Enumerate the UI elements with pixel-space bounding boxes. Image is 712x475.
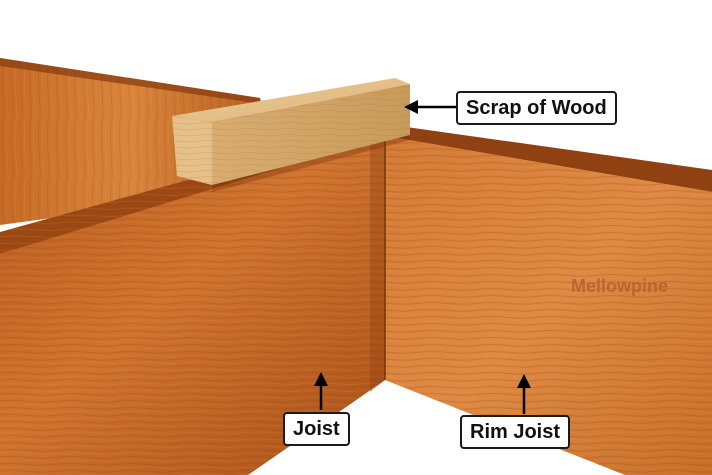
rim-joist-label: Rim Joist	[460, 415, 571, 449]
rim-joist-top-edge	[385, 124, 712, 192]
joist-arrow	[314, 372, 328, 410]
rim-joist-arrow	[517, 374, 531, 414]
scrap-arrow	[404, 100, 458, 114]
joist-label: Joist	[283, 412, 350, 446]
watermark-text: Mellowpine	[571, 276, 669, 296]
scrap-of-wood-block	[172, 78, 410, 192]
scrap-of-wood-label: Scrap of Wood	[456, 91, 617, 125]
joist-board	[0, 136, 385, 475]
rim-joist-board	[384, 136, 712, 475]
